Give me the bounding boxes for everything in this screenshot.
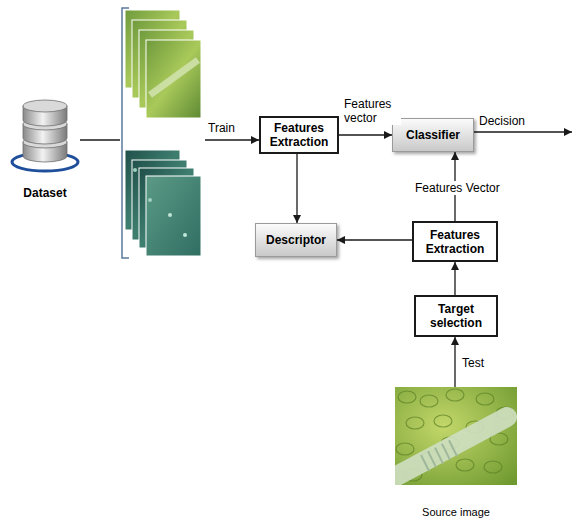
arrow-connector <box>454 262 455 295</box>
edge-label: Features vector <box>343 97 401 125</box>
descriptor-box: Descriptor <box>255 223 337 257</box>
process-box: Target selection <box>414 295 498 337</box>
output-label: Decision <box>478 114 526 128</box>
arrow-connector <box>337 239 412 240</box>
edge-label: Train <box>207 121 236 135</box>
arrow-connector <box>339 134 392 135</box>
bracket <box>122 8 129 258</box>
box-label: Descriptor <box>266 233 326 247</box>
classifier-box: Classifier <box>392 118 474 152</box>
image-stack-top <box>125 10 201 118</box>
arrow-connector <box>296 154 297 224</box>
decision-arrow <box>474 131 572 132</box>
edge-label: Features Vector <box>414 181 501 195</box>
arrow-connector <box>454 337 455 387</box>
image-node: Source image <box>395 387 517 521</box>
edge-label: Test <box>461 356 485 370</box>
box-label: Features Extraction <box>418 228 492 256</box>
arrow-connector <box>80 139 259 140</box>
image-caption: Source image <box>395 505 517 519</box>
database-label: Dataset <box>10 186 80 200</box>
process-box: Features Extraction <box>412 221 498 262</box>
process-box: Features Extraction <box>259 116 339 154</box>
source-photo <box>395 387 517 485</box>
image-stack-bottom <box>125 150 201 256</box>
box-label: Features Extraction <box>265 121 333 149</box>
box-label: Classifier <box>406 128 460 142</box>
database-icon <box>10 98 80 176</box>
database-node: Dataset <box>10 98 80 202</box>
box-label: Target selection <box>420 302 492 330</box>
